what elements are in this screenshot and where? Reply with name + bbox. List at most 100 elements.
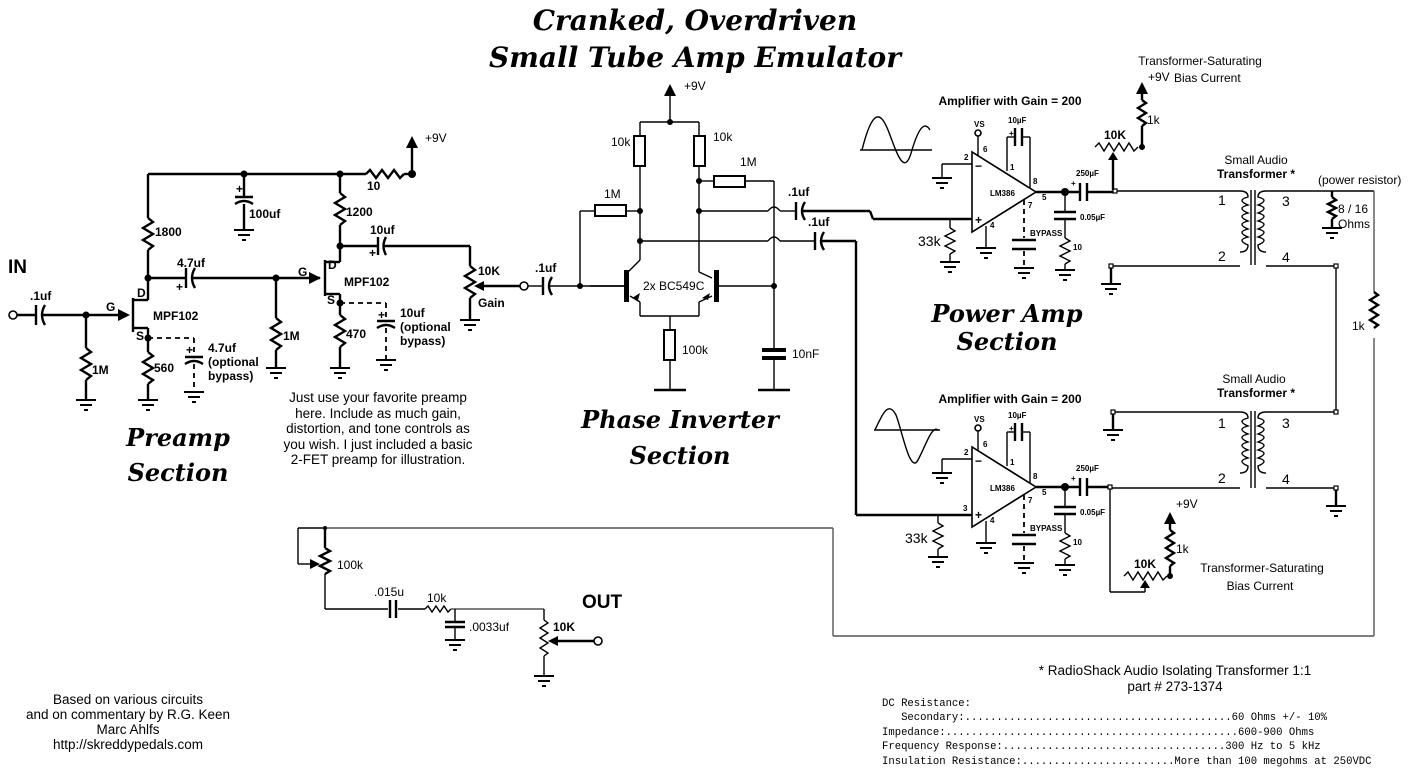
transformer-2: Small Audio Transformer * 1 2 3 4: [1102, 372, 1347, 517]
transformer2-secondary-coil: [1255, 411, 1267, 474]
transistor-right: [714, 270, 719, 302]
supply-resistor-10: [365, 168, 405, 180]
svg-text:10µF: 10µF: [1008, 116, 1027, 125]
gate-resistor-1m: [78, 347, 94, 381]
fet1-source-label: S: [136, 329, 144, 343]
svg-text:Transformer *: Transformer *: [1217, 386, 1295, 400]
preamp-section-title-2: Section: [128, 458, 229, 487]
svg-text:VS: VS: [974, 415, 985, 424]
power-amp-title-1: Power Amp: [930, 299, 1082, 328]
svg-text:Small Audio: Small Audio: [1224, 153, 1288, 167]
gain-pot-value: 10K: [478, 264, 500, 278]
svg-text:4: 4: [1282, 249, 1290, 265]
coupling-cap-label: 4.7uf: [177, 256, 206, 270]
svg-text:+: +: [186, 343, 193, 357]
fet2-source-label: S: [327, 293, 335, 307]
tone-pot-100k[interactable]: [317, 546, 333, 576]
source-resistor-560-label: 560: [154, 361, 174, 375]
svg-text:+: +: [1071, 179, 1076, 188]
credits: Based on various circuits and on comment…: [8, 692, 248, 752]
feedback-right-label: 1M: [740, 155, 757, 169]
preamp-section-title-1: Preamp: [125, 423, 230, 452]
spec-row: Frequency Response:.....................…: [882, 741, 1321, 753]
svg-text:+: +: [369, 246, 376, 260]
output-jack[interactable]: [593, 636, 603, 646]
spec-row: DC Resistance:: [882, 697, 972, 710]
gain-pot[interactable]: [462, 265, 478, 299]
svg-text:Transformer *: Transformer *: [1217, 167, 1295, 181]
collector-left-label: 10k: [611, 135, 631, 149]
gain-pot-label: Gain: [478, 296, 505, 310]
bias-circuit-2: +9V 1k 10K Transformer-Saturating Bias C…: [1109, 489, 1324, 593]
sine-wave-icon: [861, 116, 931, 164]
base-cap: [762, 348, 786, 352]
power-amp-stage-1: Amplifier with Gain = 200 LM386 − + VS 6…: [860, 94, 1118, 281]
fet1-name: MPF102: [153, 309, 199, 323]
feedback-resistor-left: [594, 204, 627, 217]
svg-text:5: 5: [1042, 488, 1047, 497]
supply-resistor-label: 10: [367, 179, 381, 193]
svg-text:Small Audio: Small Audio: [1222, 372, 1286, 386]
svg-text:+: +: [176, 280, 183, 294]
svg-text:2: 2: [964, 448, 969, 457]
bias-circuit-1: Transformer-Saturating +9V Bias Current …: [1094, 54, 1262, 190]
svg-text:BYPASS: BYPASS: [1030, 524, 1063, 533]
transformer-1: Small Audio Transformer * 1 2 3 4 (power…: [1100, 153, 1401, 636]
svg-text:+: +: [1009, 424, 1014, 433]
collector-right-label: 10k: [713, 130, 733, 144]
bias2-pot[interactable]: [1123, 570, 1168, 582]
drain-resistor-1800-label: 1800: [155, 225, 182, 239]
spec-title: * RadioShack Audio Isolating Transformer…: [1038, 663, 1312, 678]
svg-text:LM386: LM386: [990, 189, 1015, 198]
svg-text:7: 7: [1028, 496, 1033, 505]
bias2-supply: +9V: [1176, 497, 1198, 511]
collector-resistor-left: [633, 135, 646, 167]
preamp-note: Just use your favorite preamp here. Incl…: [283, 390, 473, 467]
spec-part: part # 273-1374: [1127, 679, 1223, 694]
svg-text:0.05µF: 0.05µF: [1080, 213, 1105, 222]
svg-text:2: 2: [964, 153, 969, 162]
svg-text:0.05µF: 0.05µF: [1080, 508, 1105, 517]
spec-row: Secondary:..............................…: [882, 712, 1328, 724]
fet1-gate-label: G: [106, 300, 115, 314]
bypass-cap2-label: 10uf: [400, 306, 426, 320]
svg-text:(optional: (optional: [208, 355, 259, 369]
phase-inverter-circuit: .1uf 1M +9V 10k 10k 1M: [519, 79, 970, 517]
svg-text:bypass): bypass): [208, 369, 253, 383]
volume-pot[interactable]: [538, 619, 550, 657]
spec-row: Insulation Resistance:..................…: [882, 755, 1372, 768]
preamp-circuit: IN .1uf 1M G D S MPF102 1800: [8, 131, 520, 411]
power-amp-title-2: Section: [957, 327, 1058, 356]
svg-text:3: 3: [1282, 415, 1290, 431]
output-label: OUT: [582, 592, 623, 613]
svg-text:BYPASS: BYPASS: [1030, 229, 1063, 238]
svg-text:1: 1: [1010, 163, 1015, 172]
load-note: (power resistor): [1318, 173, 1401, 187]
svg-text:+: +: [975, 213, 982, 227]
svg-text:3: 3: [963, 504, 968, 513]
bias2-title1: Transformer-Saturating: [1200, 561, 1324, 575]
gate-resistor-label: 1M: [92, 363, 109, 377]
pi-supply-label: +9V: [684, 79, 706, 93]
svg-text:8: 8: [1033, 177, 1038, 186]
spec-row: Impedance:..............................…: [882, 726, 1315, 739]
pi-out-cap-bottom-label: .1uf: [808, 215, 830, 229]
svg-text:bypass): bypass): [400, 334, 445, 348]
svg-text:LM386: LM386: [990, 484, 1015, 493]
power-amp-stage-2: Amplifier with Gain = 200 LM386 − + VS 6…: [874, 392, 1113, 576]
credits-url[interactable]: http://skreddypedals.com: [52, 737, 204, 752]
filter-cap-label: 100uf: [249, 207, 281, 221]
sine-wave-icon-2: [874, 408, 939, 464]
base-cap-label: 10nF: [792, 347, 819, 361]
bias1-supply: +9V: [1148, 70, 1170, 84]
bias1-title1: Transformer-Saturating: [1138, 54, 1262, 68]
input-jack[interactable]: [8, 310, 18, 320]
drain-resistor-1800: [140, 217, 156, 251]
svg-text:1: 1: [1218, 192, 1226, 208]
svg-text:250µF: 250µF: [1076, 464, 1099, 473]
bias1-pot[interactable]: [1094, 141, 1139, 153]
title-line1: Cranked, Overdriven: [533, 4, 857, 37]
tone-pot-label: 100k: [337, 558, 364, 572]
bias1-pot-label: 10K: [1104, 128, 1126, 142]
